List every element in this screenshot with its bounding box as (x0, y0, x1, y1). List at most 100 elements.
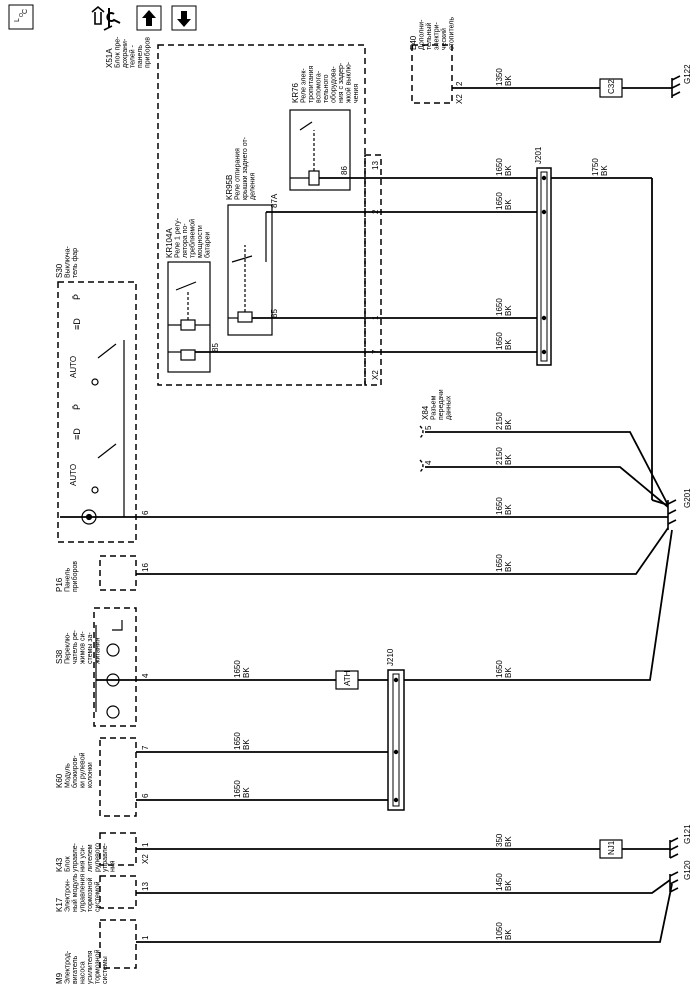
x84_5-color-label: BK (504, 419, 513, 430)
k17-desc-line: управления (80, 874, 87, 912)
kr104a-desc-line: Реле 1 регу- (175, 217, 182, 258)
pin1-circuit-label: 1650 (495, 298, 504, 316)
kr104a-desc-line: мощности (197, 225, 204, 258)
k17-ref-label: K17 (55, 897, 64, 912)
component-locator-icon (91, 5, 121, 31)
wire-x84-4 (425, 466, 669, 508)
k17-desc-line: ный модуль (71, 873, 79, 912)
k17-desc-line: тормозной (86, 877, 94, 912)
x51a-fuse-block-outline (157, 44, 366, 386)
component-locator-button[interactable] (91, 5, 121, 31)
s38_left-circuit-label: 1650 (233, 660, 242, 678)
k60-pin-7: 7 (141, 745, 150, 750)
kr76-circuit-label: 1650 (495, 158, 504, 176)
x84-desc-line: передачи (438, 389, 445, 420)
kr76-desc-line: тельного (323, 74, 330, 103)
m9-desc-line: Электрод- (65, 950, 72, 984)
s38-ignition-switch-outline (93, 607, 137, 727)
kr76-desc-line: жкой выклю- (345, 61, 353, 103)
m9-desc-line: тормозной (94, 949, 102, 984)
scroll-up-button[interactable] (136, 5, 162, 31)
k60_6-circuit-label: 1650 (233, 780, 242, 798)
scroll-down-button[interactable] (171, 5, 197, 31)
s30-auto-label: AUTO (69, 356, 78, 378)
k60_7-color-label: BK (242, 739, 251, 750)
g201-label: G201 (683, 488, 692, 508)
kr104a-ref-label: KR104A (165, 228, 174, 258)
k60-desc-line: блокиров- (71, 755, 79, 788)
k60-ref-label: K60 (55, 773, 64, 788)
pin7-color-label: BK (504, 339, 513, 350)
k17-desc-line: системой (94, 881, 102, 912)
g120-ground-icon (669, 871, 679, 893)
s38_right-circuit-label: 1650 (495, 660, 504, 678)
x84-ref-label: X84 (421, 405, 430, 420)
k17-desc-line: Электрон- (65, 878, 72, 912)
s30-circuit-label: 1650 (495, 497, 504, 515)
e40-desc-line: ческий (440, 28, 448, 50)
nj1-label: NJ1 (607, 840, 616, 855)
s30-color-label: BK (504, 504, 513, 515)
s38_right-color-label: BK (504, 667, 513, 678)
x84_4-color-label: BK (504, 454, 513, 465)
m9-desc-line: усилителя (87, 950, 94, 984)
s38-desc-line: стемы за- (87, 632, 94, 664)
s30-ref-label: S30 (55, 263, 64, 278)
g122-label: G122 (683, 64, 692, 84)
svg-text:P̄: P̄ (72, 404, 82, 410)
kr104a-pin-85: 85 (211, 343, 220, 352)
m9-circuit-label: 1050 (495, 922, 504, 940)
k60-pin-6: 6 (141, 793, 150, 798)
s38-pin-4: 4 (141, 673, 150, 678)
s30-headlamp-switch-outline (57, 281, 137, 543)
e40-circuit-label: 1350 (495, 68, 504, 86)
x51a-desc-line: телей - (129, 44, 137, 68)
kr76-ref-label: KR76 (291, 82, 300, 103)
k43-connector-label: X2 (141, 854, 150, 864)
g121-ground-icon (669, 837, 679, 859)
kr95b-ref-label: KR95B (225, 175, 234, 200)
m9-pin-1: 1 (141, 935, 150, 940)
m9-color-label: BK (504, 929, 513, 940)
s38-ref-label: S38 (55, 649, 64, 664)
kr95b-color-label: BK (504, 199, 513, 210)
e40-heater-outline (411, 44, 453, 104)
k60-desc-line: ки рулевой (79, 752, 87, 788)
j210-label: J210 (386, 648, 395, 666)
s30-desc-line: тель фар (72, 248, 79, 278)
kr95b-relay (227, 204, 273, 336)
pin1-color-label: BK (504, 305, 513, 316)
x51a-desc-line: Блок пре- (115, 36, 122, 68)
s38_left-color-label: BK (242, 667, 251, 678)
kr104a-relay (167, 261, 211, 373)
s30-switch-contacts (81, 340, 125, 525)
pin7-circuit-label: 1650 (495, 332, 504, 350)
k43-circuit-label: 350 (495, 833, 504, 847)
x51a-desc-line: дохрани- (122, 38, 129, 68)
k43-color-label: BK (504, 836, 513, 847)
k43-ref-label: K43 (55, 857, 64, 872)
x51a-desc-line: панель (137, 45, 144, 68)
x2-pin-1: 1 (371, 315, 380, 320)
legend-button[interactable]: L O C (8, 4, 34, 30)
svg-text:P̄: P̄ (72, 294, 82, 300)
kr95b-pin-85: 85 (270, 309, 279, 318)
wire-p16 (136, 527, 669, 575)
wire-k17 (136, 879, 671, 894)
kr76-desc-line: чения (353, 84, 360, 103)
e40-color-label: BK (504, 75, 513, 86)
ath-label: ATH (343, 670, 352, 686)
kr95b-circuit-label: 1650 (495, 192, 504, 210)
c32-label: C32 (607, 79, 616, 94)
k43-desc-line: Блок (65, 855, 72, 872)
s30-pin-6: 6 (141, 510, 150, 515)
k43-pin-1: 1 (141, 842, 150, 847)
p16-desc-line: Панель (65, 567, 72, 592)
wire-x84-5 (425, 431, 669, 506)
k60-desc-line: колонки (87, 762, 94, 788)
wire-m9 (136, 883, 673, 943)
x84-pin-5: 5 (424, 425, 433, 430)
kr76-color-label: BK (504, 165, 513, 176)
g201-ground-icon (667, 499, 677, 530)
